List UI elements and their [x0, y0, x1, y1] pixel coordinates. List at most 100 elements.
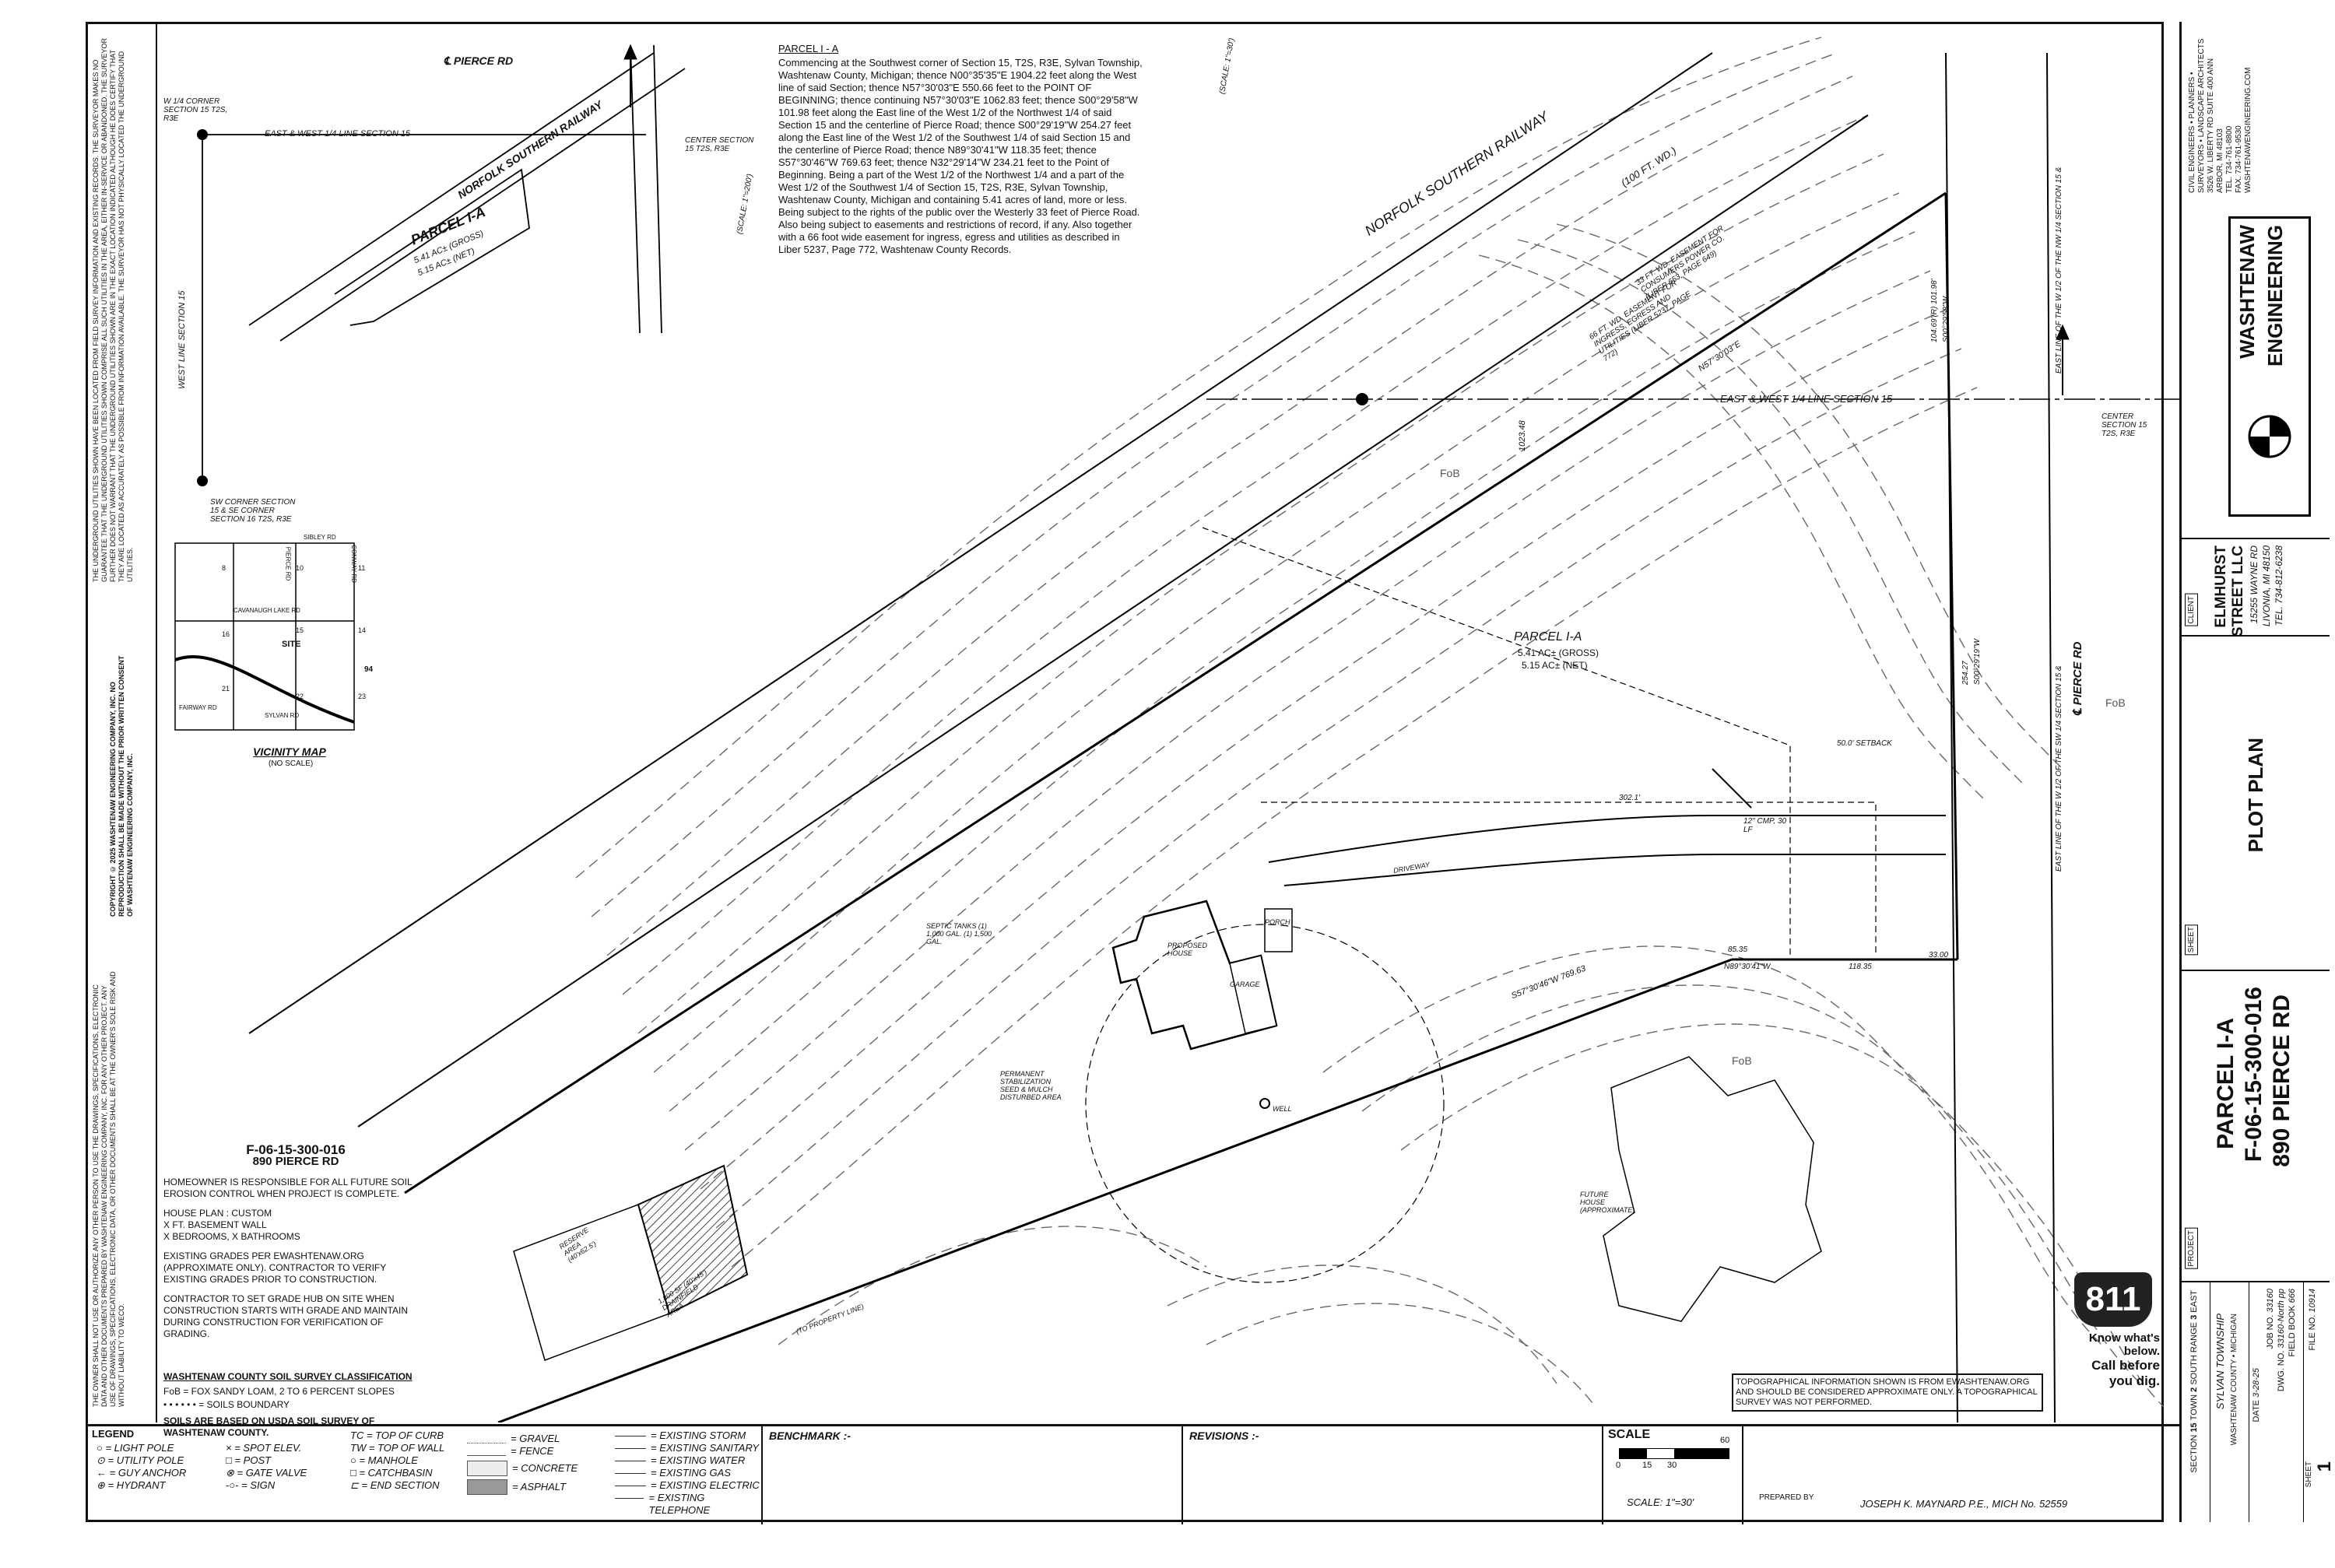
legend-col3: TC = TOP OF CURB TW = TOP OF WALL ○ = MA…	[350, 1429, 444, 1492]
legend-item: ○ = MANHOLE	[350, 1454, 418, 1466]
logo-811-number: 811	[2074, 1272, 2152, 1327]
dist-3300-label: 33.00	[1929, 951, 1949, 959]
well-marker	[1259, 1098, 1270, 1109]
sw-corner-monument	[197, 475, 208, 486]
vicinity-sec-16: 16	[222, 630, 230, 638]
side-notes: F-06-15-300-016 890 PIERCE RD HOMEOWNER …	[163, 1143, 428, 1447]
scale-tick-15: 15	[1642, 1461, 1652, 1470]
firm-services: CIVIL ENGINEERS • PLANNERS • SURVEYORS •…	[2188, 38, 2206, 193]
north-arrow-overview	[623, 44, 637, 107]
future-house	[1603, 1056, 1822, 1322]
copyright-note: COPYRIGHT © 2025 WASHTENAW ENGINEERING C…	[109, 654, 134, 917]
scale-title: SCALE	[1608, 1428, 1651, 1441]
septic-label: SEPTIC TANKS (1) 1,000 GAL. (1) 1,500 GA…	[926, 922, 992, 945]
vicinity-sec-22: 22	[296, 693, 304, 700]
concrete-swatch	[467, 1461, 507, 1476]
garage-label: GARAGE	[1230, 980, 1260, 988]
dist-north-label: 1023.48	[1518, 420, 1527, 451]
side-grades: EXISTING GRADES PER EWASHTENAW.ORG (APPR…	[163, 1251, 387, 1285]
meta-srt: SECTION 15 TOWN 2 SOUTH RANGE 3 EAST	[2189, 1290, 2199, 1473]
sheet-title-cell: SHEET PLOT PLAN	[2182, 637, 2330, 971]
meta-fieldbook-row: FIELD BOOK 666	[2288, 1289, 2297, 1356]
meta-cell: SECTION 15 TOWN 2 SOUTH RANGE 3 EAST SYL…	[2182, 1282, 2335, 1522]
title-block: CIVIL ENGINEERS • PLANNERS • SURVEYORS •…	[2179, 22, 2335, 1522]
firm-web: WASHTENAWENGINEERING.COM	[2244, 67, 2252, 193]
soil-based: SOILS ARE BASED ON USDA SOIL SURVEY OF W…	[163, 1415, 375, 1438]
sw-corner-label: SW CORNER SECTION 15 & SE CORNER SECTION…	[210, 498, 296, 524]
vicinity-map	[174, 542, 355, 731]
line-swatch	[615, 1492, 644, 1499]
legend-item: = EXISTING TELEPHONE	[648, 1492, 711, 1516]
prepared-name: JOSEPH K. MAYNARD P.E., MICH No. 52559	[1860, 1498, 2068, 1510]
legend-item: ⊕ = HYDRANT	[97, 1479, 166, 1491]
meta-county: WASHTENAW COUNTY • MICHIGAN	[2230, 1314, 2238, 1446]
overview-pierce-label: ℄ PIERCE RD	[444, 54, 514, 67]
legend-col2: × = SPOT ELEV. □ = POST ⊗ = GATE VALVE -…	[226, 1442, 307, 1492]
legend-title: LEGEND	[92, 1428, 135, 1440]
meta-file: 10914	[2308, 1289, 2317, 1313]
scale-box: SCALE 0 15 30 60 SCALE: 1"=30'	[1603, 1426, 1743, 1524]
meta-dwg-row: DWG. NO. 33160-North pp	[2277, 1289, 2286, 1391]
client-addr-2: LIVONIA, MI 48150	[2261, 545, 2272, 627]
scale-text: SCALE: 1"=30'	[1627, 1496, 1694, 1508]
proposed-house-label: PROPOSED HOUSE	[1168, 942, 1208, 957]
side-homeowner: HOMEOWNER IS RESPONSIBLE FOR ALL FUTURE …	[163, 1177, 413, 1199]
vicinity-sec-15: 15	[296, 626, 304, 634]
vicinity-sibley: SIBLEY RD	[304, 534, 336, 541]
bearing-short-label: N89°30'41"W	[1724, 963, 1771, 971]
legend-item: = EXISTING ELECTRIC	[651, 1479, 760, 1491]
legend-item: ⊙ = UTILITY POLE	[97, 1454, 184, 1466]
soil-fob: FoB = FOX SANDY LOAM, 2 TO 6 PERCENT SLO…	[163, 1386, 395, 1397]
setback-label: 50.0' SETBACK	[1837, 739, 1892, 748]
disclaimer-strip: THE UNDERGROUND UTILITIES SHOWN HAVE BEE…	[86, 22, 157, 1422]
vicinity-sec-23: 23	[358, 693, 367, 700]
meta-date-label: DATE	[2252, 1399, 2261, 1422]
client-addr-1: 15255 WAYNE RD	[2249, 545, 2260, 624]
meta-fieldbook: 666	[2288, 1289, 2297, 1303]
bearing-east1-label: S00°29'58"W	[1942, 296, 1951, 342]
line-swatch	[615, 1454, 646, 1461]
side-address: 890 PIERCE RD	[252, 1155, 339, 1168]
vicinity-sec-11: 11	[358, 564, 366, 572]
meta-town: 2	[2189, 1387, 2199, 1392]
soil-label-3: FoB	[1732, 1054, 1752, 1067]
firm-name-1: WASHTENAW	[2235, 225, 2259, 359]
legend-item: = GRAVEL	[511, 1433, 560, 1444]
legend-item: ○ = LIGHT POLE	[97, 1442, 174, 1454]
firm-details: CIVIL ENGINEERS • PLANNERS • SURVEYORS •…	[2188, 37, 2274, 193]
soil-label-1: FoB	[1440, 467, 1460, 479]
asphalt-swatch	[467, 1479, 507, 1495]
benchmark-title: BENCHMARK :-	[769, 1429, 851, 1442]
culvert-label: 12" CMP, 30 LF	[1743, 817, 1787, 834]
dist-8535-label: 85.35	[1728, 945, 1748, 954]
overview-center-label: CENTER SECTION 15 T2S, R3E	[685, 136, 754, 153]
vicinity-no-scale: (NO SCALE)	[269, 759, 314, 768]
east-line-nw-label: EAST LINE OF THE W 1/2 OF THE NW 1/4 SEC…	[2055, 167, 2063, 374]
dist-east1-label: 104.69'(R) 101.98'	[1930, 279, 1939, 342]
legend-item: = EXISTING WATER	[651, 1454, 746, 1466]
parcel-name-label: PARCEL I-A	[1514, 630, 1582, 644]
contour-lines	[575, 37, 2165, 1408]
project-line-1: PARCEL I-A	[2213, 1018, 2238, 1149]
culvert-line	[1712, 768, 1752, 809]
meta-east: EAST	[2189, 1290, 2199, 1313]
parcel-net-label: 5.15 AC± (NET)	[1522, 660, 1588, 671]
vicinity-pierce: PIERCE RD	[284, 546, 292, 581]
legend-item: = EXISTING SANITARY	[651, 1442, 760, 1454]
logo-811: 811 Know what's below. Call before you d…	[2066, 1272, 2160, 1389]
meta-sheet-no: 1	[2314, 1461, 2335, 1472]
line-swatch	[615, 1429, 646, 1436]
pierce-road-label: ℄ PIERCE RD	[2071, 641, 2084, 716]
vicinity-sec-14: 14	[358, 626, 367, 634]
legend-item: ⊗ = GATE VALVE	[226, 1467, 307, 1479]
prepared-label: PREPARED BY	[1759, 1493, 1814, 1502]
legend-item: ← = GUY ANCHOR	[97, 1467, 187, 1479]
w-quarter-label: W 1/4 CORNER SECTION 15 T2S, R3E	[163, 97, 228, 123]
setback-line	[1202, 527, 1791, 956]
firm-address: 3526 W. LIBERTY RD SUITE 400 ANN ARBOR, …	[2207, 58, 2224, 193]
north-arrow-main	[2056, 324, 2070, 395]
west-line-label: WEST LINE SECTION 15	[177, 290, 187, 389]
legal-title: PARCEL I - A	[778, 43, 839, 54]
legend-item: □ = CATCHBASIN	[350, 1467, 433, 1479]
quarter-line-label: EAST & WEST 1/4 LINE SECTION 15	[1720, 393, 1893, 405]
